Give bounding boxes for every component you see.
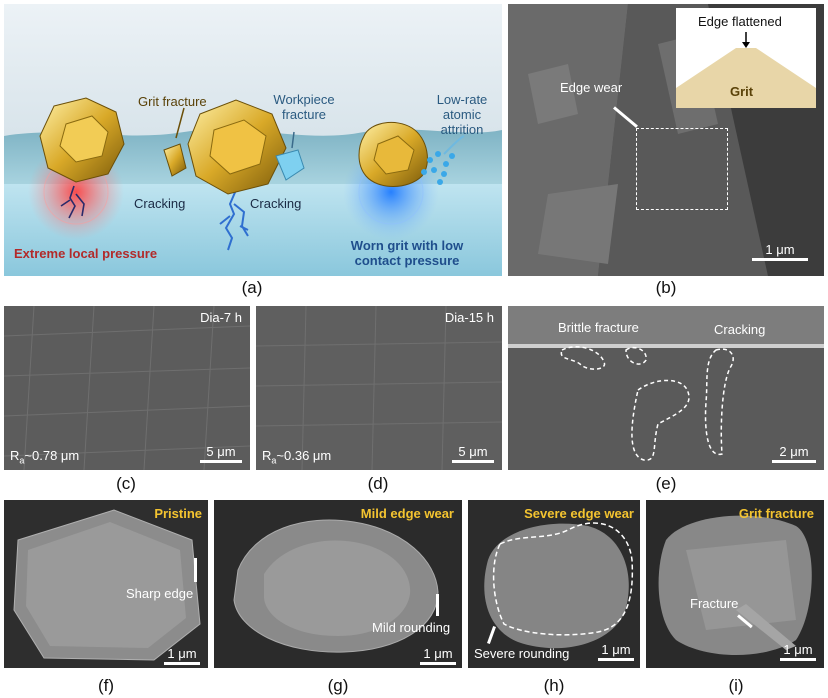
title-pristine: Pristine [154,506,202,521]
crack-right [219,189,249,251]
panel-e-sem: Brittle fracture Cracking 2 μm [508,306,824,470]
inset-edge-diagram: Edge flattened Grit [676,8,816,108]
panel-i-sem: Grit fracture Fracture 1 μm [646,500,824,668]
rounding-outline [492,522,634,636]
grit-image-g [233,519,439,653]
roughness-c: Ra~0.78 μm [10,448,80,466]
caption-i: (i) [728,676,744,695]
title-grit-fracture: Grit fracture [738,506,814,521]
grit-fragment [163,143,187,177]
edge-wear-box [636,128,728,210]
caption-g: (g) [327,676,349,695]
panel-g-sem: Mild edge wear Mild rounding 1 μm [214,500,462,668]
sharp-edge-arrow [194,558,197,582]
scale-bar-d: 5 μm [452,444,494,463]
diamond-grit-center [187,99,287,195]
inset-title: Edge flattened [698,14,782,29]
label-cracking-left: Cracking [134,196,186,211]
sem-texture-e [508,306,824,470]
grit-image-f [13,509,201,661]
label-grit-fracture: Grit fracture [138,94,207,109]
panel-f-sem: Pristine Sharp edge 1 μm [4,500,208,668]
title-mild-edge-wear: Mild edge wear [360,506,454,521]
label-mild-rounding: Mild rounding [372,620,451,635]
scale-bar-h: 1 μm [598,642,634,661]
workpiece-chip [275,149,305,181]
caption-e: (e) [655,474,677,493]
panel-h-sem: Severe edge wear Severe rounding 1 μm [468,500,640,668]
mild-rounding-arrow [436,594,439,616]
title-severe-edge-wear: Severe edge wear [524,506,634,521]
caption-b: (b) [655,278,677,297]
scale-bar-g: 1 μm [420,646,456,665]
caption-h: (h) [543,676,565,695]
inset-grit-label: Grit [730,84,754,99]
label-dia-7h: Dia-7 h [200,310,242,325]
inset-grit-shape [676,32,816,108]
scale-bar-c: 5 μm [200,444,242,463]
atom-particles [421,151,455,185]
scale-bar-b: 1 μm [752,242,808,261]
panel-d-sem: Dia-15 h Ra~0.36 μm 5 μm [256,306,502,470]
label-cracking-e: Cracking [714,322,766,337]
workpiece-pointer [291,131,295,149]
caption-c: (c) [116,474,136,493]
label-severe-rounding: Severe rounding [474,646,570,661]
crack-left [60,185,85,219]
label-fracture: Fracture [690,596,739,611]
caption-d: (d) [367,474,389,493]
grit-image-h [484,522,634,649]
label-cracking-right: Cracking [250,196,302,211]
sem-texture-c [4,306,250,470]
label-sharp-edge: Sharp edge [126,586,194,601]
scale-bar-e: 2 μm [772,444,816,463]
sem-texture-d [256,306,502,470]
grit-fracture-pointer [175,107,185,139]
caption-a: (a) [241,278,263,297]
scale-bar-i: 1 μm [780,642,816,661]
label-dia-15h: Dia-15 h [444,310,494,325]
grit-image-i [658,515,812,655]
label-edge-wear: Edge wear [560,80,623,95]
grinding-mechanism-diagram [4,4,502,276]
caption-f: (f) [97,676,115,695]
worn-grit [358,121,428,187]
label-extreme-pressure: Extreme local pressure [14,246,158,261]
panel-b-sem: Edge flattened Grit Edge wear 1 μm [508,4,824,276]
diamond-grit-left [39,97,125,183]
label-brittle-fracture: Brittle fracture [558,320,639,335]
scale-bar-f: 1 μm [164,646,200,665]
panel-c-sem: Dia-7 h Ra~0.78 μm 5 μm [4,306,250,470]
roughness-d: Ra~0.36 μm [262,448,332,466]
fracture-outlines [560,346,734,461]
